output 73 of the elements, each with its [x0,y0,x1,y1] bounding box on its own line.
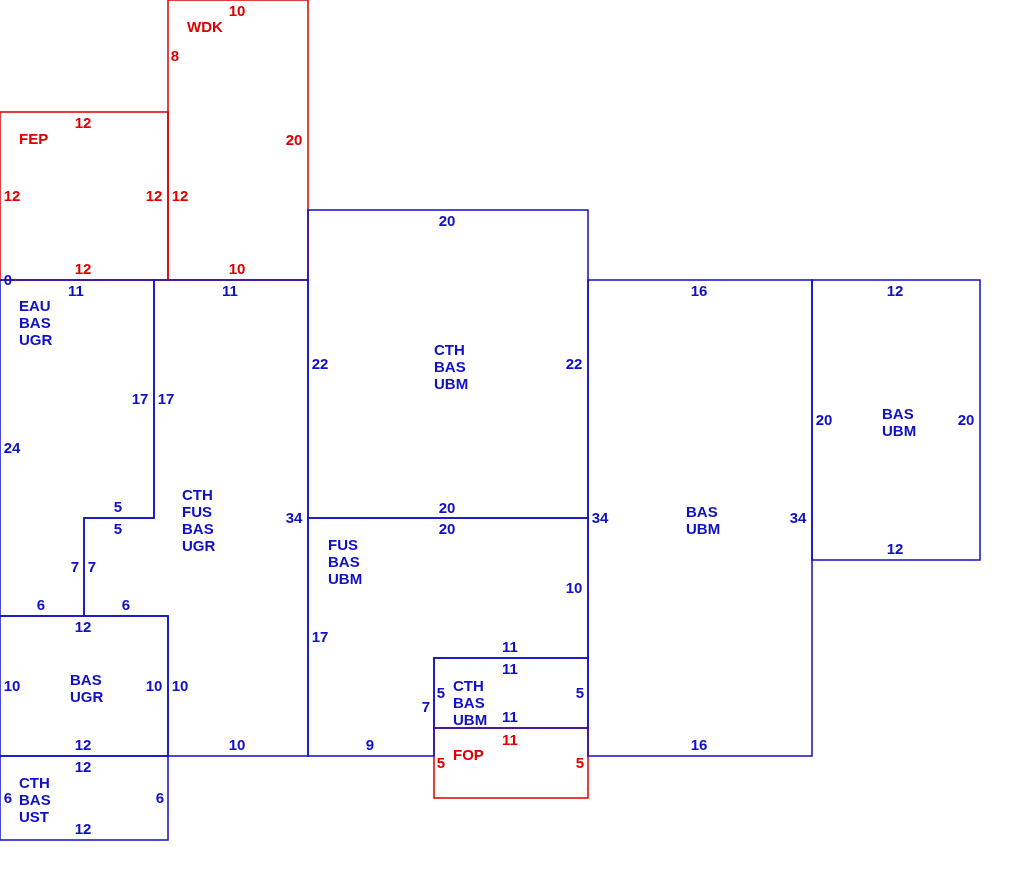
room-code: BAS UBM [882,405,917,439]
dimension-label: 12 [74,820,92,836]
dimension-label: 11 [502,638,518,654]
dimension-label: 10 [228,736,246,752]
room-outline [0,756,168,840]
dimension-label: 11 [222,282,238,298]
dimension-label: 12 [74,736,92,752]
dimension-label: 20 [285,131,303,147]
room-code: BAS UGR [70,671,104,705]
dimension-label: 5 [113,520,123,536]
dimension-label: 12 [886,282,904,298]
dimension-label: 11 [502,708,518,724]
room-outline [434,658,588,728]
dimension-label: 17 [131,390,149,406]
dimension-label: 34 [789,509,807,525]
dimension-label: 5 [575,684,585,700]
room-code: WDK [187,18,223,35]
dimension-label: 20 [438,499,456,515]
dimension-label: 10 [228,2,246,18]
dimension-label: 10 [565,579,583,595]
dimension-label: 12 [145,187,163,203]
dimension-label: 12 [74,618,92,634]
room-code: FEP [19,130,49,147]
dimension-label: 12 [74,758,92,774]
room-outline [0,616,168,756]
room-code: CTH FUS BAS UGR [182,486,216,554]
room-code: FUS BAS UBM [328,536,363,587]
dimension-label: 10 [228,260,246,276]
dimension-label: 16 [690,282,708,298]
dimension-label: 12 [74,260,92,276]
room-code: FOP [453,746,484,763]
dimension-label: 12 [74,114,92,130]
dimension-label: 22 [311,355,329,371]
dimension-label: 6 [3,789,13,805]
room-outline [588,280,812,756]
dimension-label: 17 [311,628,329,644]
dimension-label: 20 [957,411,975,427]
room-code: BAS UBM [686,503,721,537]
dimension-label: 11 [502,731,518,747]
dimension-label: 5 [436,684,446,700]
dimension-label: 11 [68,282,84,298]
dimension-label: 11 [502,660,518,676]
dimension-label: 7 [70,558,80,574]
room-code: CTH BAS UBM [434,341,469,392]
dimension-label: 10 [171,677,189,693]
dimension-label: 10 [3,677,21,693]
dimension-label: 12 [3,187,21,203]
dimension-label: 5 [575,754,585,770]
dimension-label: 6 [155,789,165,805]
dimension-label: 12 [171,187,189,203]
dimension-label: 20 [438,520,456,536]
room-code: CTH BAS UBM [453,677,488,728]
dimension-label: 17 [157,390,175,406]
room-code: EAU BAS UGR [19,297,53,348]
dimension-label: 20 [438,212,456,228]
dimension-label: 8 [170,47,180,63]
dimension-label: 7 [421,698,431,714]
dimension-label: 24 [3,439,21,455]
dimension-label: 6 [36,596,46,612]
dimension-label: 6 [121,596,131,612]
dimension-label: 12 [886,540,904,556]
room-code: CTH BAS UST [19,774,51,825]
dimension-label: 5 [113,498,123,514]
dimension-label: 10 [145,677,163,693]
dimension-label: 22 [565,355,583,371]
dimension-label: 34 [591,509,609,525]
dimension-label: 34 [285,509,303,525]
dimension-label: 9 [365,736,375,752]
dimension-label: 16 [690,736,708,752]
room-outline [812,280,980,560]
dimension-label: 7 [87,558,97,574]
dimension-label: 5 [436,754,446,770]
dimension-label: 20 [815,411,833,427]
